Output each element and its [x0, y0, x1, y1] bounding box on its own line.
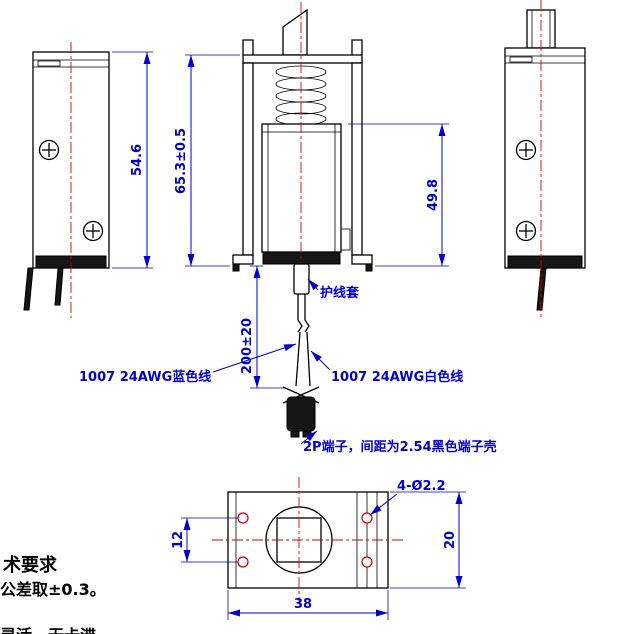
dimension-label: 49.8: [426, 179, 441, 211]
mounting-hole: [237, 512, 249, 524]
2p-connector: [282, 386, 320, 438]
callout-white-wire: 1007 24AWG白色线: [310, 350, 463, 385]
dimension-label: 20: [443, 531, 458, 549]
terminal-pin: [23, 267, 34, 311]
dimension-38: 38: [227, 590, 389, 620]
front-view: [232, 2, 373, 274]
dimension-label: 65.3±0.5: [174, 128, 189, 194]
right-side-view: [504, 0, 586, 318]
mounting-hole: [361, 512, 373, 524]
dimension-label: 12: [171, 531, 186, 549]
callout-terminal: 2P端子，间距为2.54黑色端子壳: [300, 430, 497, 455]
screw-icon: [82, 220, 104, 242]
label-wire-sleeve: 护线套: [320, 285, 360, 301]
label-white-wire: 1007 24AWG白色线: [331, 369, 463, 385]
mounting-hole: [237, 556, 249, 568]
dimension-label: 200±20: [240, 318, 255, 374]
technical-notes: 术要求 公差取±0.3。 灵活，无卡滞: [0, 554, 106, 634]
dimension-49-8: 49.8: [348, 123, 449, 267]
note-line-1: 术要求: [3, 554, 58, 576]
mounting-hole: [361, 556, 373, 568]
plunger-tip: [282, 8, 308, 56]
bottom-view: [212, 477, 404, 603]
label-holes: 4-Ø2.2: [397, 479, 446, 494]
terminal-pin: [536, 267, 547, 311]
dimension-20: 20: [390, 491, 466, 589]
callout-wire-sleeve: 护线套: [307, 278, 360, 301]
screw-icon: [38, 139, 60, 161]
dimension-label: 38: [294, 597, 312, 612]
note-line-3: 灵活，无卡滞: [0, 626, 96, 634]
note-line-2: 公差取±0.3。: [0, 580, 106, 599]
left-side-view: [23, 42, 110, 318]
screw-icon: [515, 139, 537, 161]
callout-blue-wire: 1007 24AWG蓝色线: [79, 343, 297, 385]
label-blue-wire: 1007 24AWG蓝色线: [79, 369, 211, 385]
wire-sleeve: [293, 263, 310, 295]
label-terminal: 2P端子，间距为2.54黑色端子壳: [303, 439, 497, 455]
dimension-54-6: 54.6: [112, 51, 153, 269]
dimension-12: 12: [171, 517, 238, 563]
wire-assembly: [282, 263, 320, 438]
screw-icon: [515, 220, 537, 242]
dimension-65-3: 65.3±0.5: [174, 54, 240, 267]
terminal-pin: [54, 267, 64, 306]
dimension-200-20: 200±20: [240, 265, 285, 389]
callout-holes: 4-Ø2.2: [369, 479, 446, 516]
dimension-label: 54.6: [130, 144, 145, 176]
